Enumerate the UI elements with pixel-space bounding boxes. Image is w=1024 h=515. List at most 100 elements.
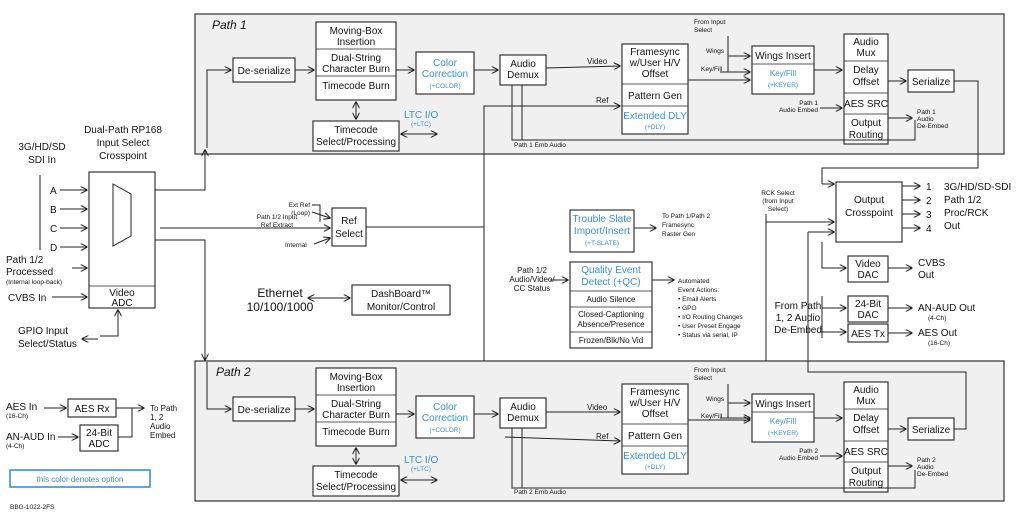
out-4: 4 <box>926 224 932 235</box>
dashboard-line1: DashBoard™ <box>371 289 431 300</box>
deembed2-line2: Audio <box>917 464 934 471</box>
deembed-from-line2: 1, 2 Audio <box>776 313 821 324</box>
extended-dly-label: Extended DLY <box>623 111 687 122</box>
demux-line1: Audio <box>510 59 536 70</box>
sdi-out-line4: Out <box>944 221 960 232</box>
path-2-character-burn-block <box>315 367 397 447</box>
tslate-option-label: (+T-SLATE) <box>585 240 619 247</box>
keyer-option-2-label: (+KEYER) <box>768 430 798 437</box>
status-line2: Audio/Video/ <box>509 275 555 284</box>
delay-line1: Delay <box>853 65 879 76</box>
ref-extract-line2: Ref Extract <box>261 222 293 229</box>
path-2-deserialize-block <box>232 396 296 422</box>
path-1-framesync-block <box>621 43 689 135</box>
mb-line2: Insertion <box>337 37 375 48</box>
path-1-deserialize-label: De-serialize <box>238 66 291 77</box>
out-xpt-line2: Crosspoint <box>845 208 893 219</box>
gpio-line2: Select/Status <box>18 339 77 350</box>
ref-select-line2: Select <box>335 229 363 240</box>
automated-line1: Automated <box>678 278 710 285</box>
ltc-option-label: (+LTC) <box>411 121 431 128</box>
path-2-group: Path 2 De-serialize Moving-Box Insertion… <box>194 232 1005 502</box>
aes-rx-label: AES Rx <box>74 404 109 415</box>
path-1-deserialize-block <box>232 57 296 83</box>
input-section: 3G/HD/SD SDI In Dual-Path RP168 Input Se… <box>6 125 205 511</box>
cc-line1: Color <box>433 58 458 69</box>
routing2-line2: Routing <box>849 478 883 489</box>
path-1-group: Path 1 De-serialize Moving-Box Insertion… <box>194 13 1005 184</box>
keyer-option-label: (+KEYER) <box>768 82 798 89</box>
an-aud-in-ch: (4-Ch) <box>6 443 24 450</box>
automated-line2: Event Actions: <box>678 287 719 294</box>
dly-option-label: (+DLY) <box>645 124 665 131</box>
internal-label: Internal <box>285 242 307 249</box>
dly-option-2-label: (+DLY) <box>645 464 665 471</box>
key-fill-label: Key/Fill <box>701 66 723 73</box>
path-1-character-burn-block <box>315 21 397 101</box>
key-fill-opt-label: Key/Fill <box>770 69 796 78</box>
pattern-gen-label: Pattern Gen <box>628 91 682 102</box>
action-gpo: • GPO <box>678 305 697 312</box>
crosspoint-title-2: Input Select <box>97 138 150 149</box>
to-path-line1: To Path <box>150 404 177 413</box>
video-2-label: Video <box>587 403 608 412</box>
status-line3: CC Status <box>514 284 550 293</box>
rck-line1: RCK Select <box>761 190 795 197</box>
wings-insert-label: Wings Insert <box>755 51 811 62</box>
routing-line2: Routing <box>849 130 883 141</box>
delay-line2: Offset <box>853 77 880 88</box>
rck-line3: Select) <box>768 206 788 213</box>
ltc-option-2-label: (+LTC) <box>411 466 431 473</box>
aes-in-label: AES In <box>6 402 37 413</box>
routing2-line1: Output <box>851 466 881 477</box>
audio-embed-line1: Path 1 <box>799 100 818 107</box>
fs2-line2: w/User H/V <box>629 398 681 409</box>
option-legend-label: this color denotes option <box>37 475 124 484</box>
to-path-line4: Embed <box>150 431 175 440</box>
path-2-audio-demux-block <box>499 397 547 429</box>
fs-line1: Framesync <box>630 47 679 58</box>
qc-line2: Detect (+QC) <box>581 277 640 288</box>
sdi-out-line2: Path 1/2 <box>944 195 982 206</box>
out-xpt-line1: Output <box>854 195 884 206</box>
crosspoint-title-1: Dual-Path RP168 <box>84 125 162 136</box>
audio-embed-line2: Audio Embed <box>779 107 818 114</box>
delay2-line1: Delay <box>853 413 879 424</box>
ref-2-label: Ref <box>596 432 609 441</box>
video-label: Video <box>587 57 608 66</box>
extended-dly-2-label: Extended DLY <box>623 451 687 462</box>
key-fill-2-label: Key/Fill <box>701 413 723 420</box>
deembed-line2: Audio <box>917 116 934 123</box>
tc-line1: Timecode <box>334 125 378 136</box>
input-d: D <box>50 243 57 254</box>
demux2-line1: Audio <box>510 402 536 413</box>
fs-line2: w/User H/V <box>629 58 681 69</box>
path-2-timecode-select-block <box>312 465 400 497</box>
deembed-from-line1: From Path <box>775 301 822 312</box>
routing-line1: Output <box>851 118 881 129</box>
timecode-burn-2-label: Timecode Burn <box>322 427 389 438</box>
cc-absence-line1: Closed-Captioning <box>578 310 644 319</box>
wings-2-label: Wings <box>706 396 725 403</box>
out-2: 2 <box>926 196 932 207</box>
aes-out-ch: (16-Ch) <box>928 340 950 347</box>
ref-select-line1: Ref <box>341 216 357 227</box>
path-1-audio-mux-block <box>843 33 889 145</box>
cvbs-out-line2: Out <box>918 270 934 281</box>
path-2-color-correction-block <box>415 395 475 439</box>
adc-24bit-line1: 24-Bit <box>86 428 112 439</box>
output-crosspoint-block <box>835 181 903 243</box>
path-1-color-correction-block <box>415 51 475 95</box>
demux-line2: Demux <box>507 70 539 81</box>
from-input-2-line2: Select <box>694 375 712 382</box>
path-1-title: Path 1 <box>212 18 247 32</box>
output-section: RCK Select (from Input Select) Output Cr… <box>761 181 1011 385</box>
delay2-line2: Offset <box>853 425 880 436</box>
center-section: Ext Ref (Loop) Path 1/2 Input Ref Extrac… <box>160 105 744 438</box>
aes-src-label: AES SRC <box>844 99 888 110</box>
sdi-out-line3: Proc/RCK <box>944 208 989 219</box>
internal-loopback-label: (Internal loop-back) <box>6 279 62 286</box>
deembed-line3: De-Embed <box>917 123 948 130</box>
fs-line3: Offset <box>642 69 669 80</box>
